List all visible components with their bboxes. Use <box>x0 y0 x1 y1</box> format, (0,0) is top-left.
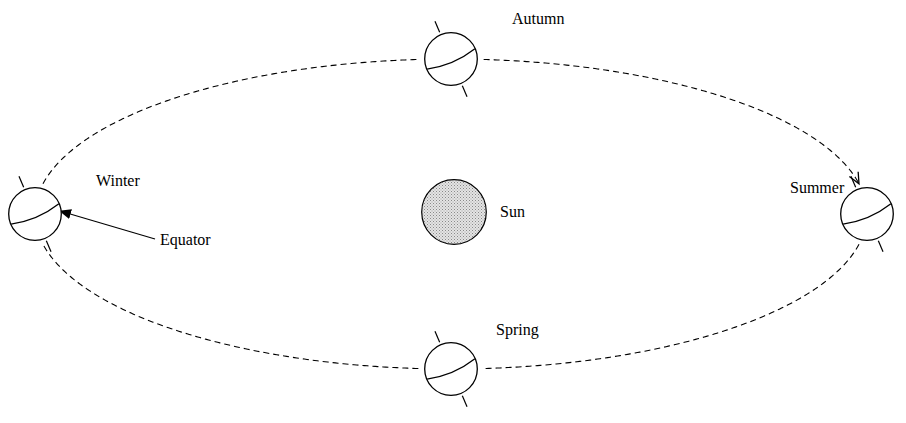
season-label: Autumn <box>512 10 564 28</box>
equator-line <box>427 359 475 379</box>
orbit-path <box>43 59 418 183</box>
globe-shape <box>424 32 478 86</box>
axis-stub <box>878 241 883 252</box>
equator-line <box>427 49 475 69</box>
earth-globe: Winter <box>8 187 62 241</box>
globe-outline <box>425 33 478 86</box>
axis-stub <box>462 86 467 97</box>
axis-stub <box>46 241 51 252</box>
earth-globe: Autumn <box>424 32 478 86</box>
orbit-path <box>43 244 418 368</box>
equator-line <box>843 204 891 224</box>
axis-stub <box>435 331 440 342</box>
season-label-group: Winter <box>96 172 140 190</box>
globe-shape <box>424 342 478 396</box>
season-label-group: Sun <box>500 203 525 221</box>
orbit-path <box>484 59 859 183</box>
earth-globe: Summer <box>840 187 894 241</box>
orbit-path <box>484 244 859 368</box>
globe-shape <box>840 187 894 241</box>
season-label: Winter <box>96 172 140 190</box>
axis-stub <box>462 396 467 407</box>
earth-globe: Spring <box>424 342 478 396</box>
equator-line <box>11 204 59 224</box>
sun-circle: Sun <box>421 179 487 245</box>
season-label-group: Spring <box>496 321 539 339</box>
season-label: Summer <box>790 179 844 197</box>
sun-shape <box>421 179 487 245</box>
season-label-group: Autumn <box>512 10 564 28</box>
axis-stub <box>435 21 440 32</box>
leader-line <box>60 211 155 239</box>
season-label: Spring <box>496 321 539 339</box>
sun-label: Sun <box>500 203 525 221</box>
globe-outline <box>841 188 894 241</box>
globe-outline <box>9 188 62 241</box>
globe-outline <box>425 343 478 396</box>
season-label-group: Summer <box>790 179 844 197</box>
axis-stub <box>19 176 24 187</box>
axis-stub <box>851 176 856 187</box>
callout-label: Equator <box>160 231 211 249</box>
globe-shape <box>8 187 62 241</box>
sun-disc <box>422 180 487 245</box>
